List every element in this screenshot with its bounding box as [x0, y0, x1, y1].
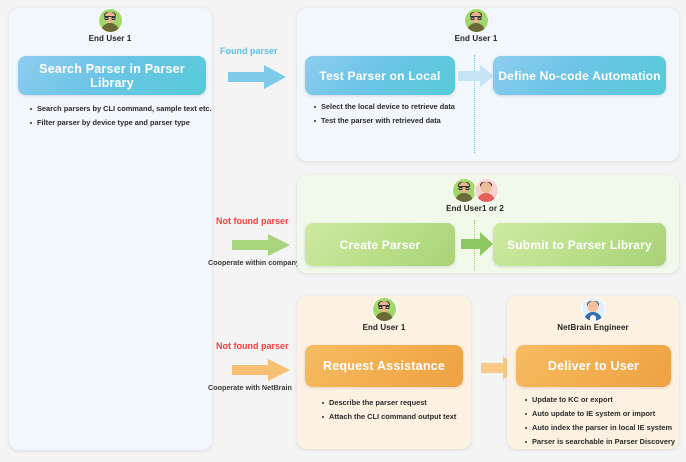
transition-not-found-internal-arrow-icon — [232, 234, 290, 256]
create-stage-person: End User1 or 2 — [440, 179, 510, 213]
person-label: NetBrain Engineer — [557, 323, 629, 332]
avatar-group — [440, 179, 510, 202]
test-parser-action[interactable]: Test Parser on Local — [305, 56, 455, 95]
test-to-define-arrow-icon — [458, 65, 494, 87]
test-stage-bullets: Select the local device to retrieve data… — [314, 102, 455, 131]
user-avatar-green-icon — [372, 298, 396, 321]
person-label: End User1 or 2 — [446, 204, 504, 213]
avatar-group — [555, 298, 631, 321]
avatar-group — [446, 9, 506, 32]
list-item: Filter parser by device type and parser … — [30, 118, 212, 127]
submit-parser-action[interactable]: Submit to Parser Library — [493, 223, 666, 266]
search-stage-person: End User 1 — [80, 9, 140, 43]
assist-request-person: End User 1 — [354, 298, 414, 332]
list-item: Auto index the parser in local IE system — [525, 424, 675, 432]
avatar-group — [80, 9, 140, 32]
transition-not-found-internal-sublabel: Cooperate within company — [208, 258, 300, 267]
assist-request-bullets: Describe the parser request Attach the C… — [322, 398, 456, 427]
user-avatar-pink-icon — [474, 179, 498, 202]
test-stage-divider — [474, 55, 475, 153]
list-item: Describe the parser request — [322, 398, 456, 407]
avatar-group — [354, 298, 414, 321]
user-avatar-green-icon — [98, 9, 122, 32]
list-item: Select the local device to retrieve data — [314, 102, 455, 111]
person-label: End User 1 — [362, 323, 406, 332]
person-label: End User 1 — [454, 34, 498, 43]
transition-not-found-netbrain-label: Not found parser — [216, 341, 289, 351]
list-item: Attach the CLI command output text — [322, 412, 456, 421]
define-automation-action[interactable]: Define No-code Automation — [493, 56, 666, 95]
create-to-submit-arrow-icon — [461, 232, 493, 256]
user-avatar-green-icon — [452, 179, 476, 202]
assist-deliver-person: NetBrain Engineer — [555, 298, 631, 332]
test-stage-person: End User 1 — [446, 9, 506, 43]
deliver-to-user-action[interactable]: Deliver to User — [516, 345, 671, 387]
list-item: Auto update to IE system or import — [525, 409, 675, 418]
assist-deliver-bullets: Update to KC or export Auto update to IE… — [525, 395, 675, 453]
user-avatar-green-icon — [464, 9, 488, 32]
create-parser-action[interactable]: Create Parser — [305, 223, 455, 266]
list-item: Update to KC or export — [525, 395, 675, 404]
person-label: End User 1 — [88, 34, 132, 43]
transition-not-found-internal-label: Not found parser — [216, 216, 289, 226]
list-item: Test the parser with retrieved data — [314, 116, 455, 125]
search-stage-bullets: Search parsers by CLI command, sample te… — [30, 104, 212, 133]
list-item: Parser is searchable in Parser Discovery — [525, 438, 675, 446]
transition-found-parser-label: Found parser — [220, 46, 278, 56]
transition-found-parser-arrow-icon — [228, 65, 286, 89]
transition-not-found-netbrain-sublabel: Cooperate with NetBrain — [208, 383, 292, 392]
list-item: Search parsers by CLI command, sample te… — [30, 104, 212, 113]
transition-not-found-netbrain-arrow-icon — [232, 359, 290, 381]
engineer-avatar-blue-icon — [581, 298, 605, 321]
request-assistance-action[interactable]: Request Assistance — [305, 345, 463, 387]
search-parser-action[interactable]: Search Parser in Parser Library — [18, 56, 206, 95]
